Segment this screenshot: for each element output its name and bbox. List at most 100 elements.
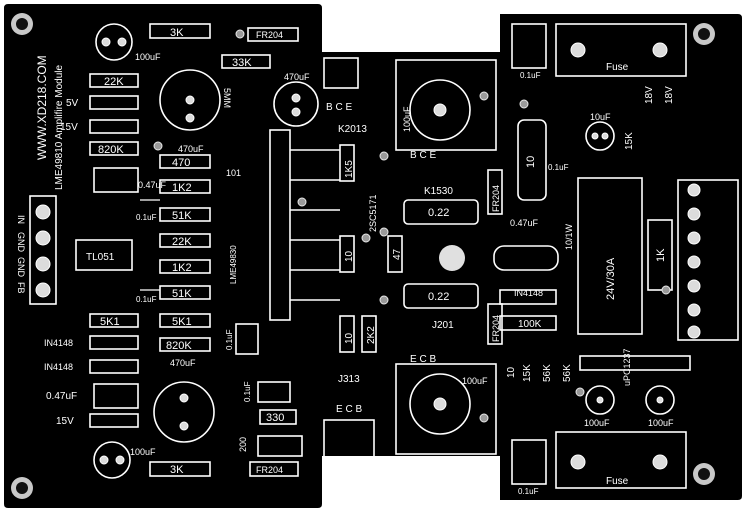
label-ebc-mid: E C B — [410, 354, 436, 365]
label-lme49830: LME49830 — [229, 245, 238, 284]
capacitors-round — [93, 23, 675, 479]
label-10-b: 10 — [344, 332, 355, 344]
label-bce-mid: B C E — [410, 150, 436, 161]
label-k1530: K1530 — [424, 186, 453, 197]
label-01-g: 0.1uF — [518, 487, 539, 496]
label-100uf-bl: 100uF — [130, 447, 156, 457]
label-22k-b: 22K — [172, 236, 192, 248]
label-5v: 5V — [66, 98, 79, 109]
label-51k-b: 51K — [172, 288, 192, 300]
label-5k1-b: 5K1 — [172, 316, 192, 328]
label-fuse-top: Fuse — [606, 62, 629, 73]
label-10-c: 10 — [525, 156, 537, 168]
label-3k-bot: 3K — [170, 464, 184, 476]
out-label-vcc-neg: -VCC — [740, 322, 749, 344]
label-1k: 1K — [655, 248, 667, 262]
label-5k1-a: 5K1 — [100, 316, 120, 328]
out-label-vcc-pos: +VCC — [740, 182, 749, 207]
in-label-fb: FB — [16, 282, 26, 294]
label-47: 47 — [392, 248, 403, 260]
label-101: 101 — [226, 168, 241, 178]
label-3k-top: 3K — [170, 27, 184, 39]
label-1k2-b: 1K2 — [172, 262, 192, 274]
in-label-in: IN — [16, 215, 26, 224]
label-relay: 24V/30A — [605, 257, 617, 300]
out-label-gnd1: GND — [740, 208, 749, 229]
label-470uf-b: 470uF — [178, 144, 204, 154]
label-56k-b: 56K — [562, 364, 573, 382]
label-01-c: 0.1uF — [225, 329, 234, 350]
label-470uf-c: 470uF — [170, 358, 196, 368]
input-terminal-block — [29, 195, 57, 305]
label-1k2-a: 1K2 — [172, 182, 192, 194]
label-5mm: 5MM — [222, 88, 232, 108]
label-100uf-ra: 100uF — [584, 418, 610, 428]
label-upc1237: uPC1237 — [622, 348, 632, 386]
label-fr204-mid-b: FR204 — [491, 315, 501, 342]
label-047-a: 0.47uF — [138, 180, 167, 190]
label-01-d: 0.1uF — [243, 381, 252, 402]
label-100k: 100K — [518, 319, 542, 330]
label-100uf-rb: 100uF — [648, 418, 674, 428]
label-in4148-c: IN4148 — [514, 288, 543, 298]
label-2sc5171: 2SC5171 — [368, 194, 378, 232]
heatsink-outline — [269, 57, 375, 461]
site-text: WWW.XD218.COM — [35, 55, 49, 160]
label-51k-a: 51K — [172, 210, 192, 222]
label-18v-b: 18V — [664, 86, 675, 104]
label-10-d: 10 — [506, 366, 517, 378]
label-j313: J313 — [338, 374, 360, 385]
label-fr204-mid-a: FR204 — [491, 185, 501, 212]
label-470: 470 — [172, 157, 190, 169]
label-022-a: 0.22 — [428, 207, 449, 219]
out-label-sp-neg: SP- — [740, 280, 749, 295]
label-fr204-bot: FR204 — [256, 465, 283, 475]
label-18v-a: 18V — [644, 86, 655, 104]
label-330: 330 — [266, 412, 284, 424]
label-k2013: K2013 — [338, 124, 367, 135]
mounting-holes — [11, 13, 715, 499]
label-15v-b: 15V — [56, 416, 74, 427]
vias — [153, 29, 671, 423]
label-100uf-mid: 100uF — [402, 106, 412, 132]
label-820k-b: 820K — [166, 340, 192, 352]
label-100uf-r: 100uF — [462, 376, 488, 386]
ic-tl051-label: TL051 — [86, 252, 115, 263]
label-15k-b: 15K — [624, 132, 635, 150]
label-022-b: 0.22 — [428, 291, 449, 303]
label-fuse-bot: Fuse — [606, 476, 629, 487]
label-j201: J201 — [432, 320, 454, 331]
ic-tl051-outline — [75, 239, 133, 271]
label-2k2: 2K2 — [366, 326, 377, 344]
label-33k: 33K — [232, 57, 252, 69]
label-56k: 56K — [542, 364, 553, 382]
label-15k: 15K — [522, 364, 533, 382]
label-200: 200 — [238, 437, 248, 452]
label-047-b: 0.47uF — [46, 391, 77, 402]
label-ecb-bot: E C B — [336, 404, 362, 415]
label-10-a: 10 — [344, 250, 355, 262]
label-100uf-tl: 100uF — [135, 52, 161, 62]
label-01-f: 0.1uF — [548, 163, 569, 172]
left-components — [89, 23, 303, 477]
in-label-gnd1: GND — [16, 232, 26, 253]
label-01-b: 0.1uF — [136, 295, 157, 304]
label-10-1w: 10/1W — [564, 223, 574, 250]
label-470uf-a: 470uF — [284, 72, 310, 82]
label-15v-a: 15V — [60, 122, 78, 133]
label-fr204-top: FR204 — [256, 30, 283, 40]
mid-components — [339, 59, 559, 455]
label-1k5: 1K5 — [344, 160, 355, 178]
out-label-gnd3: GND — [740, 304, 749, 325]
label-820k-a: 820K — [98, 144, 124, 156]
label-in4148-a: IN4148 — [44, 338, 73, 348]
out-label-gnd2: GND — [740, 256, 749, 277]
label-bce-top: B C E — [326, 102, 352, 113]
label-01-e: 0.1uF — [520, 71, 541, 80]
label-01-a: 0.1uF — [136, 213, 157, 222]
label-22k-a: 22K — [104, 76, 124, 88]
label-047-c: 0.47uF — [510, 218, 539, 228]
label-in4148-b: IN4148 — [44, 362, 73, 372]
label-10uf: 10uF — [590, 112, 611, 122]
